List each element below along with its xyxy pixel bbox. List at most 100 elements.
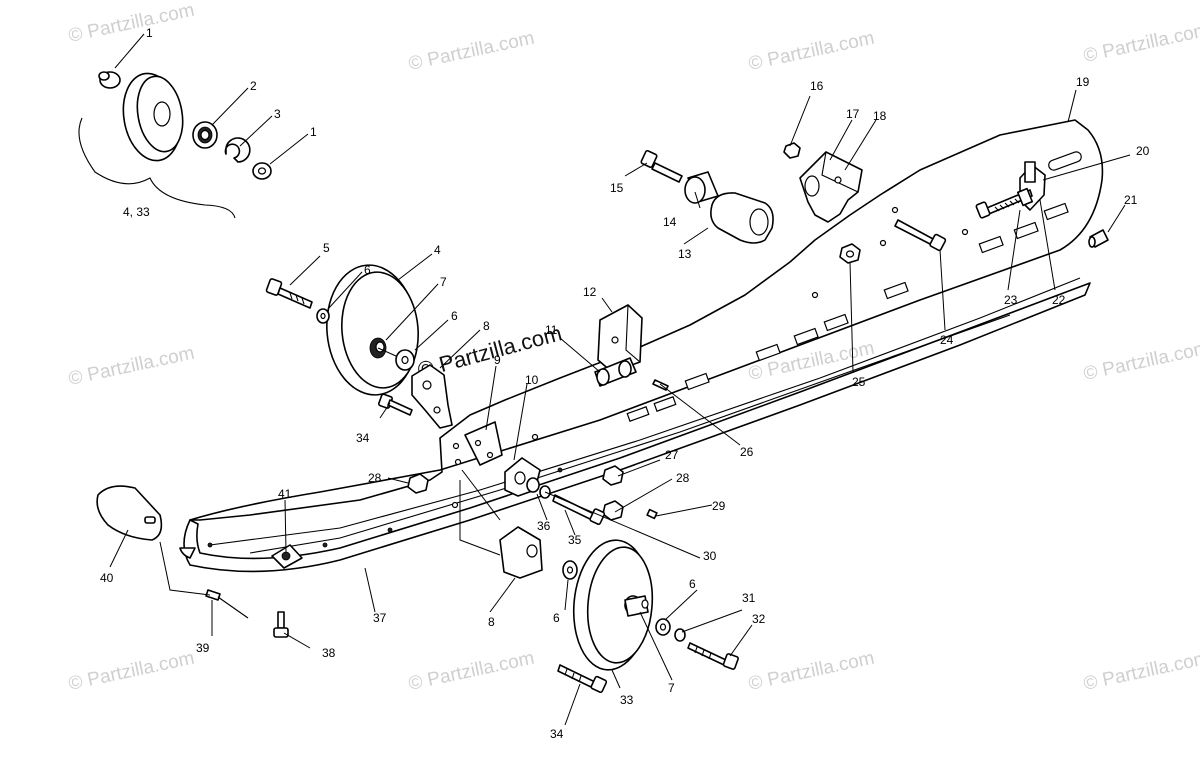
upper-clevis [594,304,643,387]
callout-1: 1 [146,26,153,40]
callout-15: 15 [610,181,624,195]
callout-36: 36 [537,519,551,533]
track-adjuster [975,161,1109,248]
watermark-text: © Partzilla.com [67,343,197,390]
watermark-text: © Partzilla.com [1082,648,1200,695]
callout-24: 24 [940,333,954,347]
callout-28: 28 [676,471,690,485]
idler-wheel-detail-assembly [78,71,272,219]
callout-22: 22 [1052,293,1066,307]
callout-25: 25 [852,375,866,389]
callout-38: 38 [322,646,336,660]
rail-holes [207,206,969,548]
callout-34: 34 [356,431,370,445]
bolt [552,494,595,521]
bolt [640,149,683,183]
mount-bracket [499,526,543,579]
pivot-bracket [799,151,863,223]
watermark-text: © Partzilla.com [67,0,197,47]
adjuster-thread [994,198,1020,212]
callout-17: 17 [846,107,860,121]
washer [526,477,540,493]
lower-idler-wheel [572,539,654,671]
jam-nut [1016,187,1034,207]
callout-6: 6 [689,577,696,591]
bolt [894,219,947,252]
screw [277,611,285,629]
callout-28: 28 [368,471,382,485]
bearing-cap-right [252,162,272,180]
callout-8: 8 [488,615,495,629]
callout-2: 2 [250,79,257,93]
callout-6: 6 [553,611,560,625]
adjuster-bolt-head [975,201,991,219]
callout-41: 41 [278,487,292,501]
rail-groove-line [209,277,1081,546]
rear-pin [1088,229,1109,248]
hex-nut [602,465,624,486]
callout-23: 23 [1004,293,1018,307]
callout-13: 13 [678,247,692,261]
snap-ring [224,137,251,163]
watermark-text: © Partzilla.com [1082,338,1200,385]
callout-6: 6 [364,263,371,277]
hex-nut [407,473,429,494]
axle-bolt [557,664,608,694]
upper-idler-wheel [326,264,419,396]
watermark-text: © Partzilla.com [747,28,877,75]
pivot-block [710,192,774,244]
rivet [646,508,658,520]
callout-11: 11 [545,323,558,337]
axle-bolt [687,642,739,670]
rivet [205,589,221,601]
hex-nut [602,500,624,521]
callout-16: 16 [810,79,824,93]
callout-9: 9 [494,353,501,367]
rail-tip-cap [96,485,163,541]
bolt [378,393,413,416]
callout-10: 10 [525,373,539,387]
callout-19: 19 [1076,75,1090,89]
callout-34: 34 [550,727,564,741]
rail-wear-strip [183,282,1091,573]
callout-7: 7 [668,681,675,695]
axle-bolt [265,278,313,309]
callout-26: 26 [740,445,754,459]
callout-32: 32 [752,612,766,626]
mount-bracket [411,364,453,429]
callout-1: 1 [310,125,317,139]
center-hardware [407,379,669,526]
rail-groove-line [249,314,1011,554]
callout-33: 33 [620,693,634,707]
bushing [684,171,719,204]
callout-39: 39 [196,641,210,655]
watermark-text: © Partzilla.com [407,28,537,75]
callout-12: 12 [583,285,597,299]
callout-30: 30 [703,549,717,563]
callout-labels: 1 2 3 1 4, 33 5 6 4 7 6 8 9 10 11 12 13 … [100,26,1150,741]
watermark-text: © Partzilla.com [747,648,877,695]
idler-wheel [122,72,184,162]
callout-21: 21 [1124,193,1138,207]
callout-20: 20 [1136,144,1150,158]
callout-18: 18 [873,109,887,123]
watermark-text: © Partzilla.com [1082,20,1200,67]
rail-side-plate [189,119,1104,521]
rail-tip [179,547,196,559]
callout-29: 29 [712,499,726,513]
callout-35: 35 [568,533,582,547]
screw-head [273,627,289,638]
callout-40: 40 [100,571,114,585]
leader-lines [109,33,1131,726]
watermark-text: © Partzilla.com [407,648,537,695]
callout-5: 5 [323,241,330,255]
rail-slots [626,151,1082,422]
lock-nut [783,142,801,159]
adjuster-block [1024,161,1036,183]
callout-14: 14 [663,215,677,229]
callout-4-33: 4, 33 [123,205,150,219]
callout-31: 31 [742,591,756,605]
assembly-group-bracket [78,117,236,219]
